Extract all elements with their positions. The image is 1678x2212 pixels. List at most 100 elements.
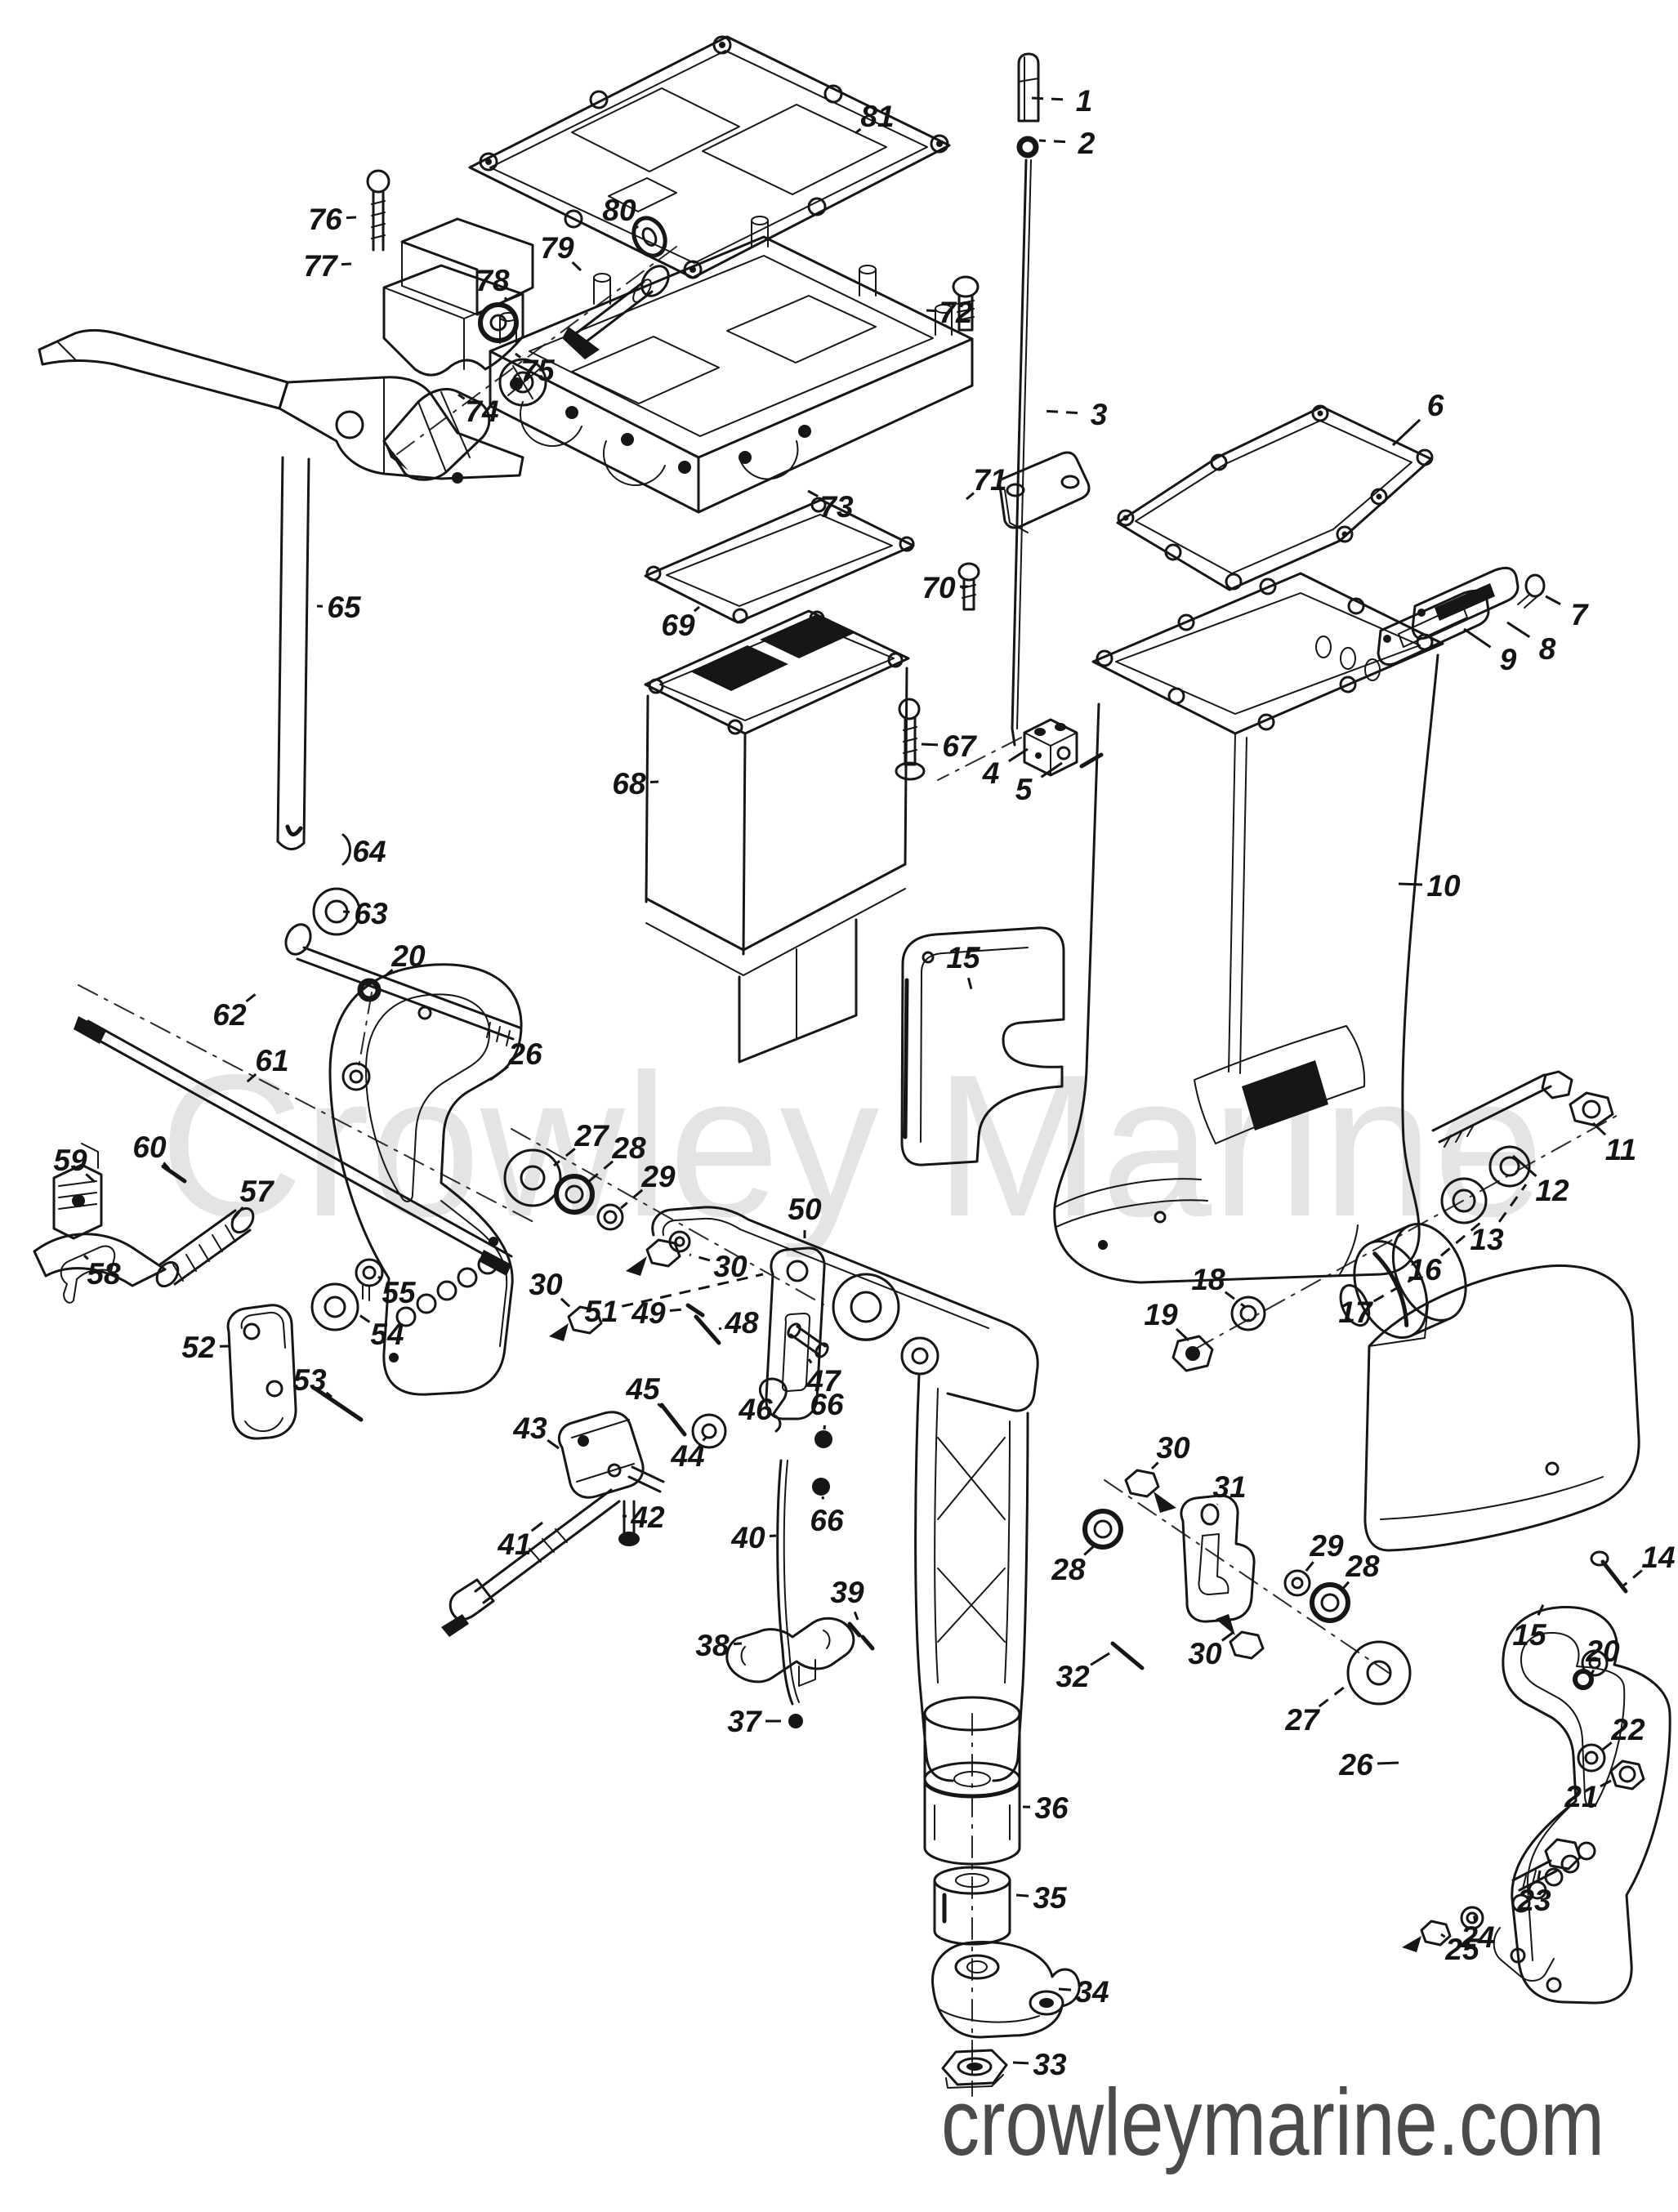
part-number: 46 (738, 1393, 773, 1426)
part-number: 20 (390, 939, 426, 973)
part-number: 80 (602, 194, 636, 227)
callout-leader (1440, 1933, 1446, 1938)
steering-link (441, 1411, 727, 1637)
callout-20: 20 (375, 939, 426, 986)
callout-leader (853, 1611, 859, 1621)
callout-23: 23 (1516, 1870, 1551, 1917)
callout-leader (702, 1436, 707, 1442)
part-number: 28 (611, 1131, 646, 1165)
part-number: 28 (1345, 1550, 1380, 1583)
construction-lines (78, 246, 1623, 2097)
part-number: 40 (730, 1521, 765, 1554)
part-number: 8 (1539, 632, 1556, 666)
callout-52: 52 (181, 1331, 230, 1364)
callout-51: 51 (584, 1273, 764, 1328)
part-number: 72 (939, 296, 973, 329)
part-number: 39 (830, 1576, 864, 1609)
callout-leader (669, 1308, 684, 1313)
part-number: 43 (512, 1411, 547, 1445)
stern-bracket-right (1402, 1606, 1671, 2005)
callout-leader (245, 989, 261, 1003)
part-number: 51 (584, 1295, 618, 1328)
callout-leader (587, 1160, 614, 1184)
callout-10: 10 (1398, 869, 1461, 903)
part-number: 38 (695, 1629, 730, 1662)
line-art (33, 35, 1671, 2097)
callout-leader (1175, 1327, 1190, 1342)
callout-12: 12 (1512, 1154, 1569, 1207)
callout-leader (1439, 1221, 1481, 1257)
callout-30: 30 (529, 1268, 577, 1313)
callout-8: 8 (1506, 621, 1556, 666)
callout-42: 42 (622, 1501, 665, 1534)
callout-27: 27 (553, 1119, 610, 1167)
callout-leader (807, 489, 819, 497)
callout-leader (693, 605, 700, 613)
part-number: 27 (1284, 1703, 1321, 1737)
part-number: 81 (860, 100, 894, 133)
callout-58: 58 (83, 1254, 121, 1291)
callout-leader (649, 780, 659, 784)
callout-13: 13 (1470, 1184, 1528, 1256)
part-number: 69 (661, 609, 695, 642)
callout-leader (1600, 1779, 1612, 1788)
callout-2: 2 (1038, 127, 1096, 160)
callout-leader (1372, 1274, 1419, 1303)
part-number: 32 (1055, 1660, 1090, 1693)
part-number: 54 (370, 1318, 404, 1351)
callout-leader (1621, 1569, 1643, 1589)
callout-leader (620, 1189, 644, 1210)
part-number: 28 (1051, 1553, 1086, 1586)
oil-dipstick (1011, 52, 1040, 747)
part-number: 41 (497, 1527, 531, 1561)
callout-55: 55 (377, 1275, 417, 1309)
part-number: 70 (922, 571, 956, 604)
callout-leader (457, 393, 466, 400)
part-number: 53 (292, 1363, 327, 1397)
part-number: 24 (1460, 1920, 1494, 1954)
callout-62: 62 (212, 989, 261, 1032)
exhaust-cover-gasket (468, 35, 951, 279)
callout-17: 17 (1338, 1274, 1419, 1329)
callout-leader (354, 1310, 371, 1323)
part-number: 55 (382, 1276, 417, 1309)
callout-leader (1015, 1893, 1029, 1898)
part-number: 30 (1156, 1431, 1190, 1465)
callout-leader (1040, 761, 1063, 778)
part-number: 30 (713, 1250, 748, 1283)
part-number: 15 (1512, 1618, 1547, 1652)
part-number: 6 (1427, 389, 1444, 422)
lower-mount-assembly (923, 1761, 1081, 2089)
callout-leader (1537, 1599, 1547, 1617)
callout-7: 7 (1545, 595, 1590, 631)
part-number: 13 (1470, 1223, 1504, 1256)
callout-leader (375, 968, 394, 986)
callout-leader (1221, 1630, 1234, 1642)
part-number: 16 (1408, 1253, 1442, 1287)
part-number: 63 (354, 897, 388, 930)
callout-15: 15 (1512, 1599, 1547, 1652)
exhaust-tube (644, 609, 910, 1064)
callout-76: 76 (308, 203, 357, 236)
callout-leader (489, 1065, 510, 1081)
callout-80: 80 (602, 194, 640, 230)
callout-30: 30 (1150, 1431, 1190, 1470)
clamp-handle (33, 1143, 167, 1287)
mount-screws (895, 275, 1091, 781)
part-number: 17 (1338, 1296, 1374, 1329)
callout-38: 38 (695, 1629, 743, 1662)
part-number: 77 (303, 249, 339, 283)
part-number: 31 (1212, 1470, 1246, 1504)
callout-75: 75 (515, 352, 556, 387)
part-number: 26 (1338, 1748, 1373, 1782)
callout-65: 65 (316, 591, 362, 624)
motor-leg-cover-left (900, 926, 1065, 1166)
callout-22: 22 (1599, 1713, 1645, 1754)
callout-leader (855, 127, 862, 135)
part-number: 18 (1191, 1263, 1225, 1296)
callout-leader (966, 977, 974, 993)
callout-leader (1090, 1652, 1110, 1666)
callout-69: 69 (661, 605, 700, 642)
part-number: 49 (631, 1296, 666, 1330)
